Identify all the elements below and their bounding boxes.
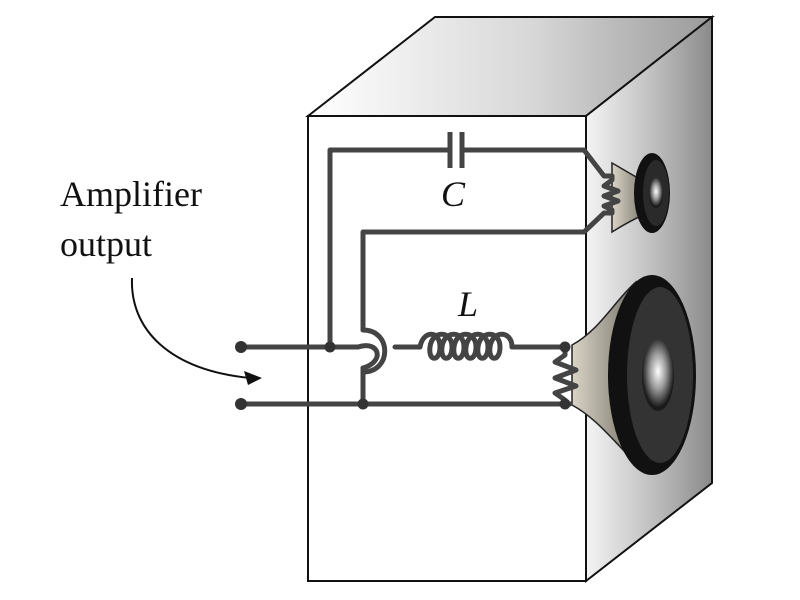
amplifier-arrow bbox=[130, 277, 262, 385]
crossover-wiring bbox=[238, 147, 621, 407]
inductor-label: L bbox=[457, 284, 478, 324]
junction-dot bbox=[357, 398, 369, 410]
amplifier-label-line2: output bbox=[60, 224, 152, 264]
junction-dots bbox=[235, 341, 571, 410]
input-terminal-top bbox=[235, 341, 247, 353]
junction-dot bbox=[559, 398, 571, 410]
tweeter-speaker bbox=[611, 153, 670, 234]
capacitor-symbol bbox=[447, 132, 465, 168]
junction-dot bbox=[559, 341, 571, 353]
woofer-speaker bbox=[571, 275, 696, 475]
input-terminal-bottom bbox=[235, 398, 247, 410]
junction-dot bbox=[324, 341, 336, 353]
amplifier-label-line1: Amplifier bbox=[60, 174, 202, 214]
capacitor-label: C bbox=[441, 174, 466, 214]
